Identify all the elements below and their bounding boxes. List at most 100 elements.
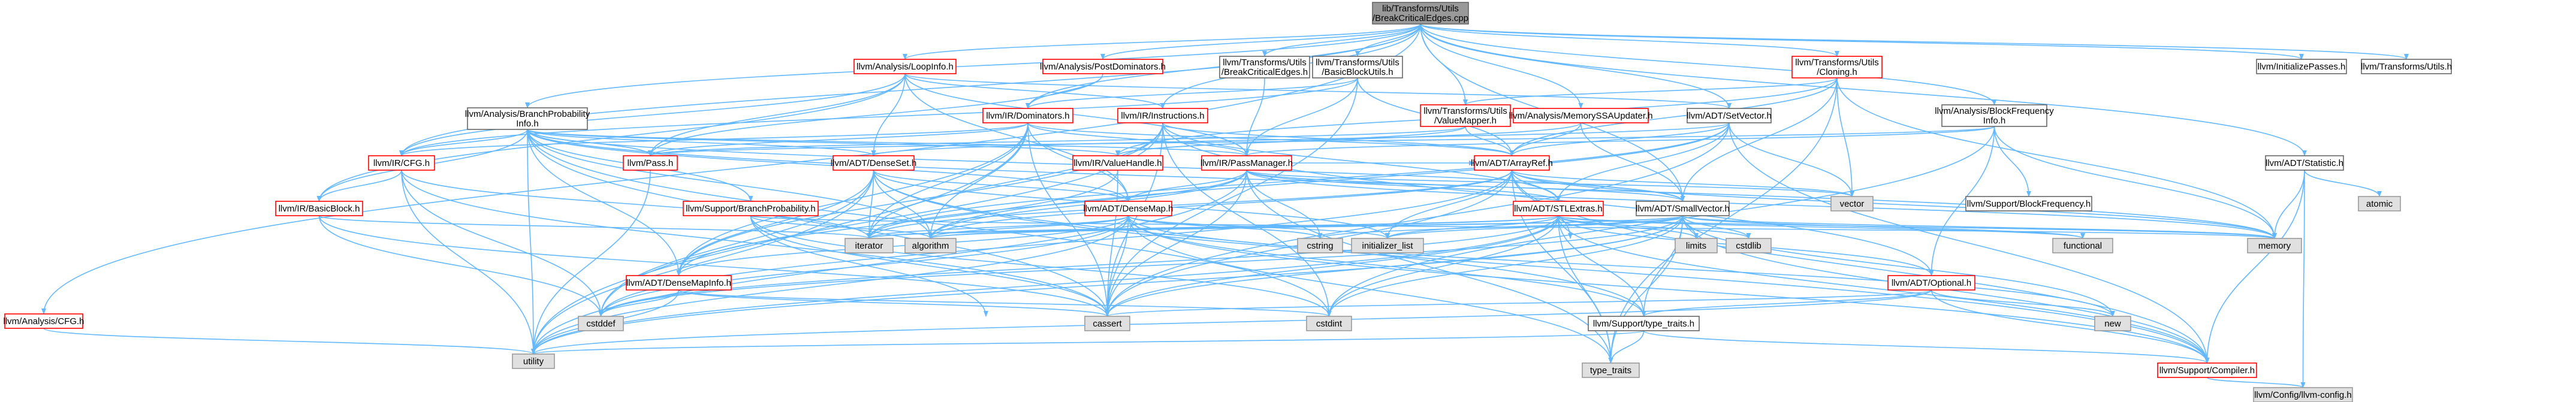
node-arrayref[interactable]: llvm/ADT/ArrayRef.h <box>1471 155 1553 171</box>
node-label: llvm/Analysis/CFG.h <box>3 316 84 327</box>
dependency-edge-statistic-to-llvm_config <box>2300 170 2306 388</box>
node-tu_bce[interactable]: llvm/Transforms/Utils/BreakCriticalEdges… <box>1219 56 1310 78</box>
dependency-edge-root-to-memssa_updater <box>1420 23 1583 109</box>
node-label: limits <box>1686 241 1706 251</box>
node-setvector[interactable]: llvm/ADT/SetVector.h <box>1687 108 1772 123</box>
node-optional[interactable]: llvm/ADT/Optional.h <box>1887 275 1975 291</box>
node-new: new <box>2094 316 2131 331</box>
dependency-edge-densemset-to-cstddef <box>598 170 874 317</box>
node-memssa_updater[interactable]: llvm/Analysis/MemorySSAUpdater.h <box>1509 108 1653 123</box>
node-densemset[interactable]: llvm/ADT/DenseSet.h <box>831 155 916 171</box>
node-tu_valuemapper[interactable]: llvm/Transforms/Utils/ValueMapper.h <box>1420 104 1511 127</box>
node-box <box>467 107 588 130</box>
node-box <box>1965 196 2092 211</box>
node-type_traits_h[interactable]: llvm/Support/type_traits.h <box>1588 316 1700 331</box>
node-label: llvm/Support/Compiler.h <box>2159 365 2255 376</box>
dependency-edge-stlextras-to-functional <box>1558 215 2085 239</box>
dependency-edge-branchprob_info-to-densemset <box>527 129 876 156</box>
edge-layer <box>41 23 2409 388</box>
node-label: algorithm <box>912 241 949 251</box>
node-analysis_cfg[interactable]: llvm/Analysis/CFG.h <box>3 313 85 329</box>
dependency-edge-densemap-to-cassert <box>1105 215 1129 317</box>
node-valuehandle[interactable]: llvm/IR/ValueHandle.h <box>1072 155 1163 171</box>
dependency-edge-root-to-branchprob_info <box>525 23 1421 108</box>
dependency-edge-ir_basicblock-to-iterator <box>318 215 871 239</box>
dependency-edge-valuehandle-to-cassert <box>1105 170 1118 317</box>
node-box <box>4 313 83 329</box>
node-label: /BreakCriticalEdges.h <box>1221 67 1308 77</box>
node-passmanager[interactable]: llvm/IR/PassManager.h <box>1200 155 1293 171</box>
dependency-edge-stlextras-to-cstdlib <box>1558 215 1751 239</box>
node-postdom[interactable]: llvm/Analysis/PostDominators.h <box>1040 59 1166 74</box>
node-densemap[interactable]: llvm/ADT/DenseMap.h <box>1083 201 1174 216</box>
node-label: llvm/Support/type_traits.h <box>1593 319 1694 329</box>
dependency-edge-root-to-init_passes <box>1420 23 2304 60</box>
node-box <box>832 155 915 171</box>
node-ir_instructions[interactable]: llvm/IR/Instructions.h <box>1117 108 1208 123</box>
node-tu_cloning[interactable]: llvm/Transforms/Utils/Cloning.h <box>1791 56 1883 78</box>
node-ir_cfg[interactable]: llvm/IR/CFG.h <box>368 155 435 171</box>
node-box <box>2253 387 2353 402</box>
dependency-edge-smallvector-to-cstdlib <box>1682 215 1751 239</box>
node-box <box>1372 2 1469 25</box>
node-label: llvm/IR/Instructions.h <box>1121 111 1204 121</box>
node-label: utility <box>523 356 544 367</box>
node-label: llvm/ADT/STLExtras.h <box>1514 204 1603 214</box>
node-box <box>1072 155 1163 171</box>
node-statistic[interactable]: llvm/ADT/Statistic.h <box>2265 155 2344 171</box>
dependency-edge-statistic-to-compiler <box>2204 170 2305 364</box>
node-label: llvm/IR/PassManager.h <box>1200 158 1293 168</box>
dependency-edge-root-to-postdom <box>1100 23 1421 60</box>
node-box <box>2358 196 2401 211</box>
node-support_bp[interactable]: llvm/Support/BranchProbability.h <box>683 201 819 216</box>
dependency-edge-smallvector-to-cstddef <box>598 215 1684 317</box>
node-box <box>1474 155 1550 171</box>
dependency-edge-memssa_updater-to-valuehandle <box>1115 122 1582 156</box>
dependency-edge-densemapinfo-to-cstddef <box>598 289 680 317</box>
node-box <box>1312 56 1403 78</box>
node-smallvector[interactable]: llvm/ADT/SmallVector.h <box>1636 201 1730 216</box>
dependency-edge-densemset-to-utility <box>531 170 874 355</box>
node-compiler[interactable]: llvm/Support/Compiler.h <box>2157 362 2257 378</box>
node-tu_bbu[interactable]: llvm/Transforms/Utils/BasicBlockUtils.h <box>1312 56 1403 78</box>
dependency-edge-stlextras-to-cstdint <box>1326 215 1559 317</box>
dependency-edge-densemap-to-type_traits_h <box>1127 215 1646 317</box>
dependency-edge-ir_instructions-to-stlextras <box>1162 122 1561 202</box>
node-box <box>1042 59 1163 74</box>
dependency-edge-stlextras-to-type_traits_h <box>1558 215 1646 317</box>
dependency-edge-densemap-to-utility <box>531 215 1129 355</box>
node-label: initializer_list <box>1362 241 1413 251</box>
dependency-edge-root-to-statistic <box>1420 23 2307 156</box>
node-transforms_utils[interactable]: llvm/Transforms/Utils.h <box>2361 59 2452 74</box>
node-box <box>1084 201 1172 216</box>
node-label: llvm/Analysis/MemorySSAUpdater.h <box>1509 111 1652 121</box>
node-init_passes[interactable]: llvm/InitializePasses.h <box>2256 59 2347 74</box>
node-label: new <box>2104 319 2121 329</box>
node-root[interactable]: lib/Transforms/Utils/BreakCriticalEdges.… <box>1372 2 1469 25</box>
dependency-edge-memssa_updater-to-smallvector <box>1580 122 1685 202</box>
dependency-edge-arrayref-to-vector <box>1511 170 1854 197</box>
dependency-edge-ir_dominators-to-passmanager <box>1027 122 1249 156</box>
node-ir_dominators[interactable]: llvm/IR/Dominators.h <box>982 108 1073 123</box>
node-loopinfo[interactable]: llvm/Analysis/LoopInfo.h <box>853 59 957 74</box>
dependency-edge-arrayref-to-algorithm <box>928 170 1513 239</box>
node-box <box>275 201 363 216</box>
dependency-edge-arrayref-to-stlextras <box>1511 170 1561 202</box>
node-ir_basicblock[interactable]: llvm/IR/BasicBlock.h <box>275 201 363 216</box>
dependency-edge-arrayref-to-initializer_list <box>1385 170 1513 239</box>
dependency-edge-smallvector-to-initializer_list <box>1385 215 1684 239</box>
dependency-edge-tu_cloning-to-tu_valuemapper <box>1463 77 1838 105</box>
node-functional: functional <box>2052 238 2113 253</box>
dependency-edge-ir_cfg-to-ir_basicblock <box>316 170 402 202</box>
node-densemapinfo[interactable]: llvm/ADT/DenseMapInfo.h <box>626 275 732 291</box>
node-ir_pass[interactable]: llvm/Pass.h <box>623 155 678 171</box>
node-stlextras[interactable]: llvm/ADT/STLExtras.h <box>1513 201 1604 216</box>
dependency-edge-tu_valuemapper-to-arrayref <box>1465 126 1515 156</box>
dependency-edge-ir_dominators-to-densemapinfo <box>676 122 1028 276</box>
node-box <box>1636 201 1730 216</box>
node-support_bf[interactable]: llvm/Support/BlockFrequency.h <box>1965 196 2092 211</box>
node-label: llvm/Support/BlockFrequency.h <box>1967 199 2091 209</box>
dependency-edge-branchprob_info-to-utility <box>527 129 536 355</box>
